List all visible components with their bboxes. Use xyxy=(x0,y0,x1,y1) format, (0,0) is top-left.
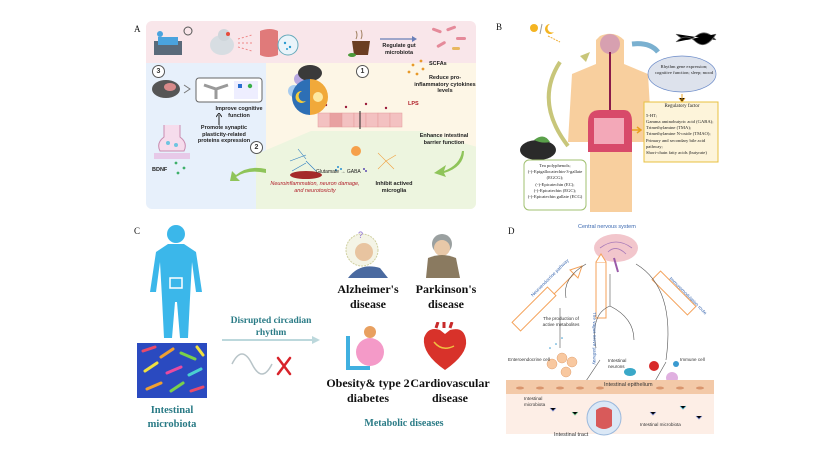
regulatory-factor-title: Regulatory factor xyxy=(664,104,700,109)
day-night-mouse-icon xyxy=(292,65,328,115)
regulatory-item: Short-chain fatty acids (butyrate) xyxy=(646,149,707,155)
disrupted-rhythm-graphic xyxy=(222,336,320,376)
cns-label: Central nervous system xyxy=(578,224,636,230)
green-arrow-right-icon xyxy=(434,151,464,177)
step-2-badge: 2 xyxy=(250,141,263,154)
parkinsons-icon xyxy=(426,234,460,278)
reduce-cytokines-text: Reduce pro-inflammatory cytokines levels xyxy=(414,75,476,95)
obesity-icon xyxy=(346,326,384,370)
bdnf-dots xyxy=(174,161,186,175)
gut-microbiota-illustration xyxy=(260,29,299,57)
regulatory-item: Primary and secondary bile acid pathway; xyxy=(646,137,706,149)
disease-cardiovascular: Cardiovascular disease xyxy=(410,376,490,405)
neuron-microglia-illustration xyxy=(289,146,397,179)
regulate-arrow-icon xyxy=(380,36,417,42)
intestinal-barrier-illustration xyxy=(317,102,403,129)
panel-a: Regulate gut microbiota SCFAs Reduce pro… xyxy=(146,21,476,209)
intestinal-epithelium-text: Intestinal epithelium xyxy=(604,382,653,388)
bdnf-text: BDNF xyxy=(152,167,168,173)
inhibit-microglia-text: Inhibit actived microglia xyxy=(375,181,413,194)
intestinal-microbiota-label: Intestinal microbiota xyxy=(147,405,197,430)
panel-d-label: D xyxy=(508,226,515,236)
tea-item: (-)-Epicatechin (EGC); xyxy=(533,187,577,193)
lps-text: LPS xyxy=(408,101,419,107)
disease-parkinsons: Parkinson's disease xyxy=(415,282,477,311)
panel-b-label: B xyxy=(496,22,503,32)
tea-polyphenols-box: Tea polyphenols; (-)-Epigallocatechin-3-… xyxy=(526,163,584,200)
regulatory-item: Trimethylamine (TMA); xyxy=(646,125,692,131)
scfa-dots xyxy=(407,59,425,76)
regulatory-item: Trimethylamine N-oxide (TMAO); xyxy=(646,131,711,137)
svg-text:?: ? xyxy=(358,230,363,240)
up-arrow-icon xyxy=(216,113,222,125)
intestinal-microbiota-right-text: Intestinal microbiota xyxy=(640,422,681,427)
intestinal-microbiota-left-text: Intestinal microbiota xyxy=(524,396,546,407)
rhythm-gene-text: Rhythm gene expression; cognitive functi… xyxy=(654,64,714,76)
tea-item: Tea polyphenols; xyxy=(539,163,571,168)
enhance-barrier-text: Enhance intestinal barrier function xyxy=(419,133,469,146)
panel-d-illustration xyxy=(506,234,714,436)
glutamate-gaba-row: Glutamate → GABA xyxy=(316,169,361,175)
tea-item: (-)-Epigallocatechin-3-gallate (EGCG); xyxy=(527,169,583,181)
regulatory-item: Gamma aminobutyric acid (GABA); xyxy=(646,118,714,124)
disease-alzheimers: Alzheimer's disease xyxy=(337,282,399,311)
enteroendocrine-cell-text: Enteroendocrine cell xyxy=(508,357,550,362)
heart-icon xyxy=(423,322,467,370)
regulate-gut-text: Regulate gut microbiota xyxy=(382,43,416,56)
vagus-nerve-label: The vagus nerve pathway xyxy=(592,312,597,365)
immune-cell-text: Immune cell xyxy=(680,357,705,362)
panel-a-top-band xyxy=(146,21,476,63)
metabolic-diseases-label: Metabolic diseases xyxy=(364,418,444,429)
panel-b-illustration xyxy=(520,23,719,212)
synapse-illustration xyxy=(154,125,190,159)
disrupted-rhythm-label: Disrupted circadian rhythm xyxy=(230,316,312,338)
tea-item: (-)-Epicatechin (EC); xyxy=(535,181,575,187)
neuroinflammation-text: Neuroinflammation, neuron damage, and ne… xyxy=(270,181,360,194)
green-arrow-left-icon xyxy=(230,167,266,181)
tea-cup-icon xyxy=(348,29,370,57)
mouse-maze-illustration xyxy=(152,77,263,103)
intestinal-neurons-text: Intestinal neurons xyxy=(608,358,627,369)
step-1-badge: 1 xyxy=(356,65,369,78)
tea-item: (-)-Epicatechin gallate (ECG) xyxy=(527,193,583,199)
improve-cognitive-text: Improve cognitive function xyxy=(215,106,263,119)
glutamate-text: Glutamate xyxy=(316,169,340,175)
scfas-text: SCFAs xyxy=(429,61,447,67)
active-metabolites-text: The production of active metabolites xyxy=(542,316,580,327)
panel-a-label: A xyxy=(134,24,141,34)
step-3-badge: 3 xyxy=(152,65,165,78)
microbiota-image xyxy=(137,343,207,398)
bacteria-icon xyxy=(432,25,466,50)
regulatory-factor-box: Regulatory factor 5-HT; Gamma aminobutyr… xyxy=(646,104,718,156)
sleep-person-illustration xyxy=(154,26,254,55)
promote-synaptic-text: Promote synaptic plasticity-related prot… xyxy=(197,125,251,145)
intestinal-tract-text: Intestinal tract xyxy=(554,432,589,438)
human-body-silhouette xyxy=(150,225,202,338)
disease-obesity-diabetes: Obesity& type 2 diabetes xyxy=(326,376,410,405)
gaba-text: GABA xyxy=(346,169,361,175)
sun-moon-icon xyxy=(530,23,554,35)
regulatory-item: 5-HT; xyxy=(646,112,657,118)
panel-c-label: C xyxy=(134,226,141,236)
alzheimers-icon: ? xyxy=(345,230,388,278)
